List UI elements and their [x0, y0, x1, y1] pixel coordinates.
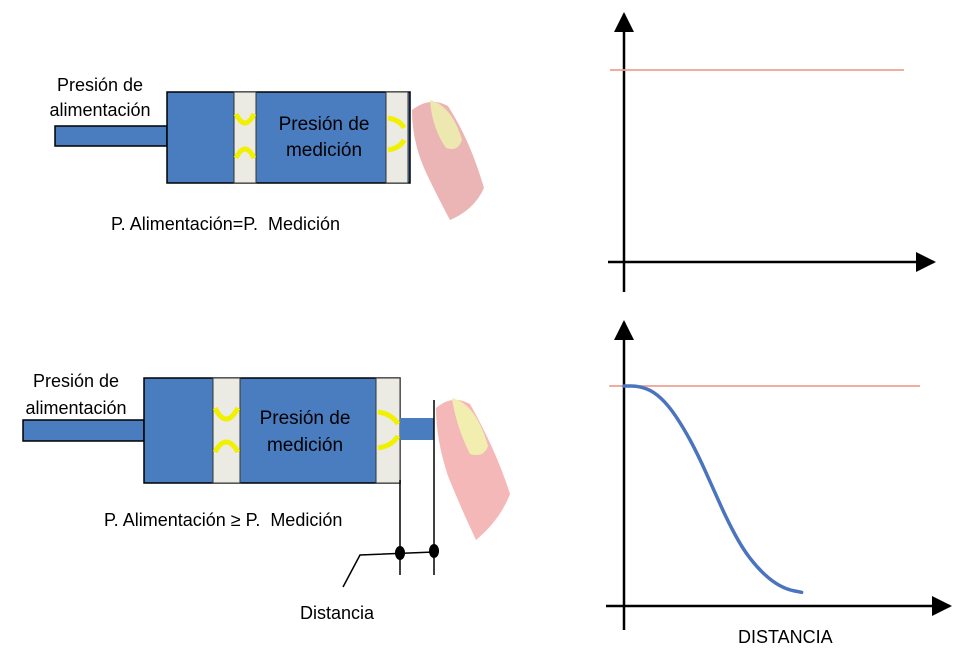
distance-leader: [342, 551, 435, 588]
top-restrictor-jet-upper: [233, 112, 257, 126]
bottom-restrictor-jet-upper: [212, 406, 241, 422]
top-measure-label-line1: Presión de: [278, 114, 370, 135]
top-nozzle: [54, 91, 484, 220]
bottom-outlet-jet-upper: [377, 409, 401, 426]
top-outlet-jet-upper: [387, 115, 407, 130]
top-measure-label-line2: medición: [285, 140, 363, 161]
top-supply-pipe: [54, 125, 168, 147]
bottom-chart-pressure-curve: [622, 384, 804, 595]
bottom-supply-label-line1: Presión de: [32, 371, 120, 391]
top-supply-label-line1: Presión de: [56, 75, 144, 95]
bottom-measure-label-line1: Presión de: [259, 408, 351, 429]
top-restrictor-jet-lower: [233, 146, 257, 160]
top-caption: P. Alimentación=P. Medición: [111, 214, 340, 234]
distance-label: Distancia: [300, 603, 375, 623]
bottom-nozzle-body: [143, 377, 401, 484]
bottom-caption: P. Alimentación ≥ P. Medición: [104, 510, 343, 530]
distance-dot-left: [395, 546, 405, 560]
top-finger: [412, 101, 484, 220]
top-nozzle-body: [166, 91, 411, 184]
bottom-outlet-jet-lower: [377, 434, 401, 451]
bottom-measure-label-line2: medición: [266, 435, 344, 456]
bottom-chart-x-label: DISTANCIA: [738, 627, 833, 647]
top-chart: [608, 12, 936, 292]
bottom-supply-label-line2: alimentación: [25, 398, 127, 418]
bottom-finger: [436, 399, 510, 540]
bottom-nozzle: [22, 377, 510, 588]
top-outlet-jet-lower: [387, 138, 407, 153]
bottom-restrictor-jet-lower: [212, 439, 241, 454]
bottom-supply-pipe: [22, 419, 145, 442]
top-outlet-slot: [385, 91, 409, 184]
top-fingernail: [430, 100, 462, 149]
bottom-restrictor-slot: [212, 377, 241, 484]
bottom-outlet-slot: [375, 377, 401, 484]
distance-dot-right: [429, 544, 439, 558]
bottom-jet-stream: [400, 418, 434, 440]
top-supply-label-line2: alimentación: [49, 100, 151, 120]
bottom-fingernail: [452, 398, 488, 455]
bottom-chart: [606, 320, 952, 630]
top-restrictor-slot: [233, 91, 257, 184]
